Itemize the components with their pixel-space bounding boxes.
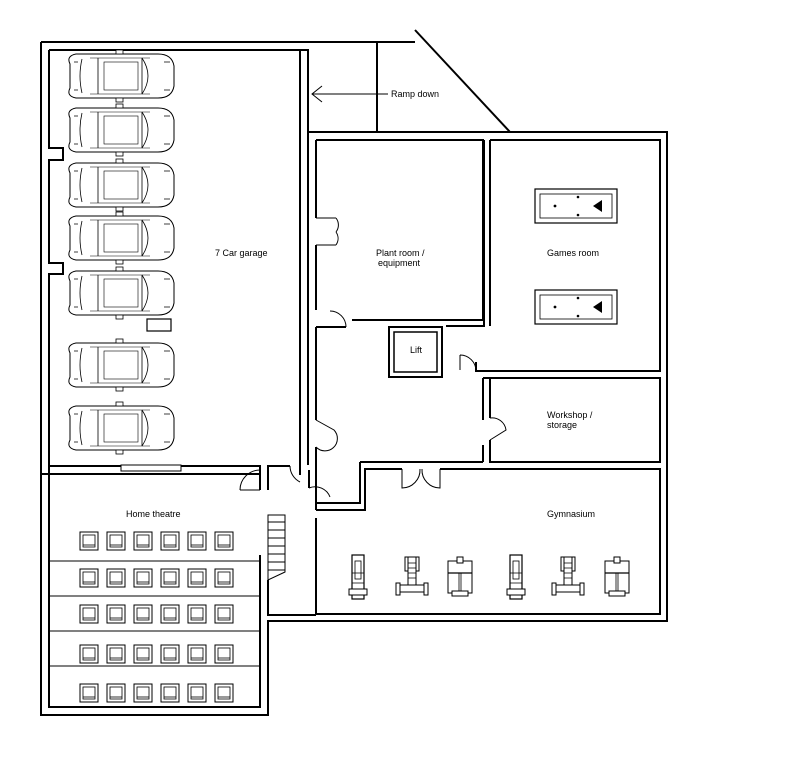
workshop-label-2: storage — [547, 420, 577, 430]
workshop-label-1: Workshop / — [547, 410, 593, 420]
theatre-seat — [79, 531, 99, 551]
theatre-seat — [187, 531, 207, 551]
gym-machine — [506, 554, 526, 600]
door-lift — [459, 354, 477, 372]
theatre-seat — [106, 644, 126, 664]
ramp-arrow — [311, 85, 388, 103]
cars — [68, 49, 175, 455]
theatre-seats — [79, 531, 234, 703]
theatre-label: Home theatre — [126, 509, 181, 519]
plant-room-label-2: equipment — [378, 258, 421, 268]
theatre-seat — [214, 531, 234, 551]
door-plant — [329, 310, 347, 328]
theatre-seat — [106, 531, 126, 551]
theatre-seat — [160, 531, 180, 551]
door-corridor-2 — [289, 465, 331, 498]
theatre-seat — [133, 604, 153, 624]
theatre-seat — [133, 644, 153, 664]
car — [68, 158, 175, 212]
theatre-seat — [106, 604, 126, 624]
theatre-seat — [160, 683, 180, 703]
walls — [40, 29, 668, 716]
gym-label: Gymnasium — [547, 509, 595, 519]
car — [68, 211, 175, 265]
gym-machine — [447, 556, 473, 597]
games-room-label: Games room — [547, 248, 599, 258]
theatre-seat — [214, 683, 234, 703]
theatre-row-lines — [49, 560, 260, 667]
pool-table — [534, 289, 618, 325]
car — [68, 49, 175, 103]
pool-table — [534, 188, 618, 224]
gym-machine — [604, 556, 630, 597]
theatre-seat — [187, 568, 207, 588]
plant-room-label-1: Plant room / — [376, 248, 425, 258]
theatre-seat — [187, 683, 207, 703]
theatre-seat — [133, 683, 153, 703]
theatre-seat — [133, 568, 153, 588]
door-workshop — [489, 417, 507, 441]
car — [68, 338, 175, 392]
theatre-seat — [187, 604, 207, 624]
door-corridor-1 — [315, 419, 338, 452]
car — [68, 266, 175, 320]
theatre-seat — [160, 568, 180, 588]
theatre-seat — [79, 568, 99, 588]
gym-machine — [395, 556, 429, 596]
theatre-seat — [133, 531, 153, 551]
theatre-seat — [214, 604, 234, 624]
theatre-seat — [79, 644, 99, 664]
theatre-stairs — [267, 514, 286, 581]
theatre-seat — [160, 644, 180, 664]
gym-machine — [551, 556, 585, 596]
theatre-seat — [79, 604, 99, 624]
theatre-seat — [187, 644, 207, 664]
door-gym — [401, 468, 441, 489]
utility-box — [146, 318, 172, 332]
doors — [239, 217, 507, 498]
theatre-seat — [79, 683, 99, 703]
theatre-seat — [214, 568, 234, 588]
garage-window — [120, 464, 182, 472]
garage-label: 7 Car garage — [215, 248, 268, 258]
theatre-seat — [106, 568, 126, 588]
lift-label: Lift — [410, 345, 423, 355]
theatre-seat — [106, 683, 126, 703]
ramp-label: Ramp down — [391, 89, 439, 99]
theatre-seat — [160, 604, 180, 624]
gym-machine — [348, 554, 368, 600]
door-garage-plant — [316, 217, 339, 246]
theatre-seat — [214, 644, 234, 664]
car — [68, 103, 175, 157]
gym-machines — [348, 554, 630, 600]
door-theatre — [239, 469, 261, 491]
car — [68, 401, 175, 455]
